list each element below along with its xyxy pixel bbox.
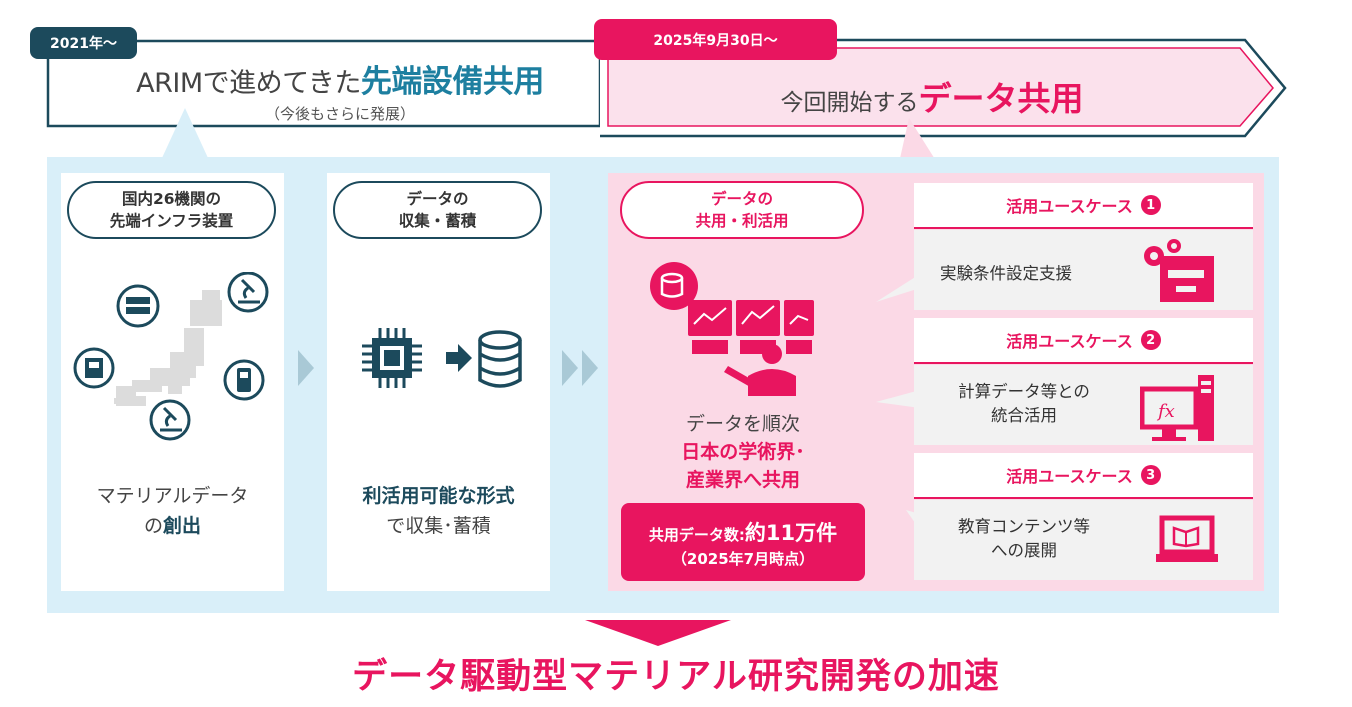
- fx-computer-icon: fx: [1140, 375, 1214, 441]
- pill-sharing-line1: データの: [710, 190, 773, 208]
- count-note: （2025年7月時点）: [671, 550, 815, 568]
- caption-infrastructure-prefix: の: [143, 515, 163, 537]
- new-banner-arrow: [600, 38, 1287, 138]
- shared-data-count-box: 共用データ数:約11万件 （2025年7月時点）: [621, 503, 865, 581]
- new-banner-emph: データ共用: [918, 79, 1084, 118]
- usecase-3-header: 活用ユースケース 3: [914, 453, 1253, 499]
- new-date-tag: 2025年9月30日～: [594, 19, 837, 60]
- chevron-right-icon: [298, 350, 314, 386]
- caption-sharing-emph1: 日本の学術界･: [681, 441, 805, 463]
- usecase-3-body: 教育コンテンツ等 への展開: [914, 500, 1253, 580]
- pill-infrastructure-line2: 先端インフラ装置: [109, 212, 234, 230]
- caption-collection: 利活用可能な形式 で収集･蓄積: [327, 481, 550, 541]
- svg-text:fx: fx: [1156, 401, 1175, 422]
- usecase-3-number: 3: [1140, 465, 1161, 485]
- usecase-3-title: 活用ユースケース: [1006, 467, 1133, 486]
- server-icon: [116, 284, 160, 328]
- past-date-tag: 2021年～: [30, 27, 137, 59]
- database-icon: [478, 330, 522, 388]
- caption-sharing-line1: データを順次: [685, 413, 800, 435]
- gear-equipment-icon: [1144, 239, 1214, 302]
- pill-infrastructure: 国内26機関の 先端インフラ装置: [67, 181, 276, 239]
- pill-sharing: データの 共用・利活用: [620, 181, 864, 239]
- usecase-1-header: 活用ユースケース 1: [914, 183, 1253, 229]
- caption-infrastructure: マテリアルデータ の創出: [61, 481, 284, 541]
- usecase-1-text: 実験条件設定支援: [940, 264, 1072, 283]
- caption-collection-line2: で収集･蓄積: [386, 515, 491, 537]
- caption-collection-emph: 利活用可能な形式: [362, 485, 515, 507]
- usecase-3-text-line1: 教育コンテンツ等: [958, 517, 1090, 536]
- chip-icon: [362, 328, 422, 388]
- bottom-title: データ駆動型マテリアル研究開発の加速: [352, 657, 1000, 697]
- past-banner-sub: （今後もさらに発展）: [264, 105, 415, 123]
- usecase-2-title: 活用ユースケース: [1006, 332, 1133, 351]
- microscope-icon-top: [227, 272, 269, 313]
- instrument-icon-right: [223, 359, 265, 401]
- usecase-2-body: 計算データ等との 統合活用 fx: [914, 365, 1253, 445]
- count-value: 約11万件: [744, 521, 838, 545]
- past-banner-text: ARIMで進めてきた先端設備共用 （今後もさらに発展）: [60, 56, 620, 124]
- new-banner-text: 今回開始するデータ共用: [612, 72, 1252, 120]
- caption-infrastructure-emph: 創出: [163, 515, 202, 537]
- usecase-1-body: 実験条件設定支援: [914, 230, 1253, 310]
- arrow-right-icon: [446, 344, 472, 372]
- usecase-1-number: 1: [1140, 195, 1161, 215]
- instrument-icon-left: [73, 347, 115, 389]
- past-banner-emph: 先端設備共用: [360, 64, 545, 100]
- caption-sharing-emph2: 産業界へ共用: [685, 469, 800, 491]
- pill-sharing-line2: 共用・利活用: [695, 212, 789, 230]
- double-chevron-right-icon: [562, 350, 598, 386]
- pill-collection: データの 収集・蓄積: [333, 181, 542, 239]
- usecase-1-title: 活用ユースケース: [1006, 197, 1133, 216]
- pill-collection-line2: 収集・蓄積: [398, 212, 477, 230]
- data-dashboard-user-icon: [650, 262, 814, 396]
- new-banner-prefix: 今回開始する: [780, 90, 919, 116]
- usecase-3-text-line2: への展開: [991, 541, 1057, 560]
- past-banner-prefix: ARIMで進めてきた: [136, 68, 361, 99]
- pill-collection-line1: データの: [406, 190, 469, 208]
- usecase-2-text-line2: 統合活用: [991, 406, 1057, 425]
- japan-map-icon: [73, 272, 269, 441]
- caption-sharing: データを順次 日本の学術界･ 産業界へ共用: [608, 410, 878, 494]
- database-download-icon: [660, 272, 684, 298]
- down-arrow: [585, 620, 731, 646]
- chip-to-database-icon: [362, 328, 522, 388]
- caption-infrastructure-line1: マテリアルデータ: [96, 485, 249, 507]
- laptop-book-icon: [1156, 515, 1218, 562]
- usecase-2-text-line1: 計算データ等との: [958, 382, 1090, 401]
- pill-infrastructure-line1: 国内26機関の: [121, 190, 222, 208]
- usecase-2-number: 2: [1140, 330, 1161, 350]
- usecase-2-header: 活用ユースケース 2: [914, 318, 1253, 364]
- count-label: 共用データ数:: [648, 526, 745, 544]
- left-pointer: [162, 108, 208, 158]
- microscope-icon-bottom: [149, 399, 191, 441]
